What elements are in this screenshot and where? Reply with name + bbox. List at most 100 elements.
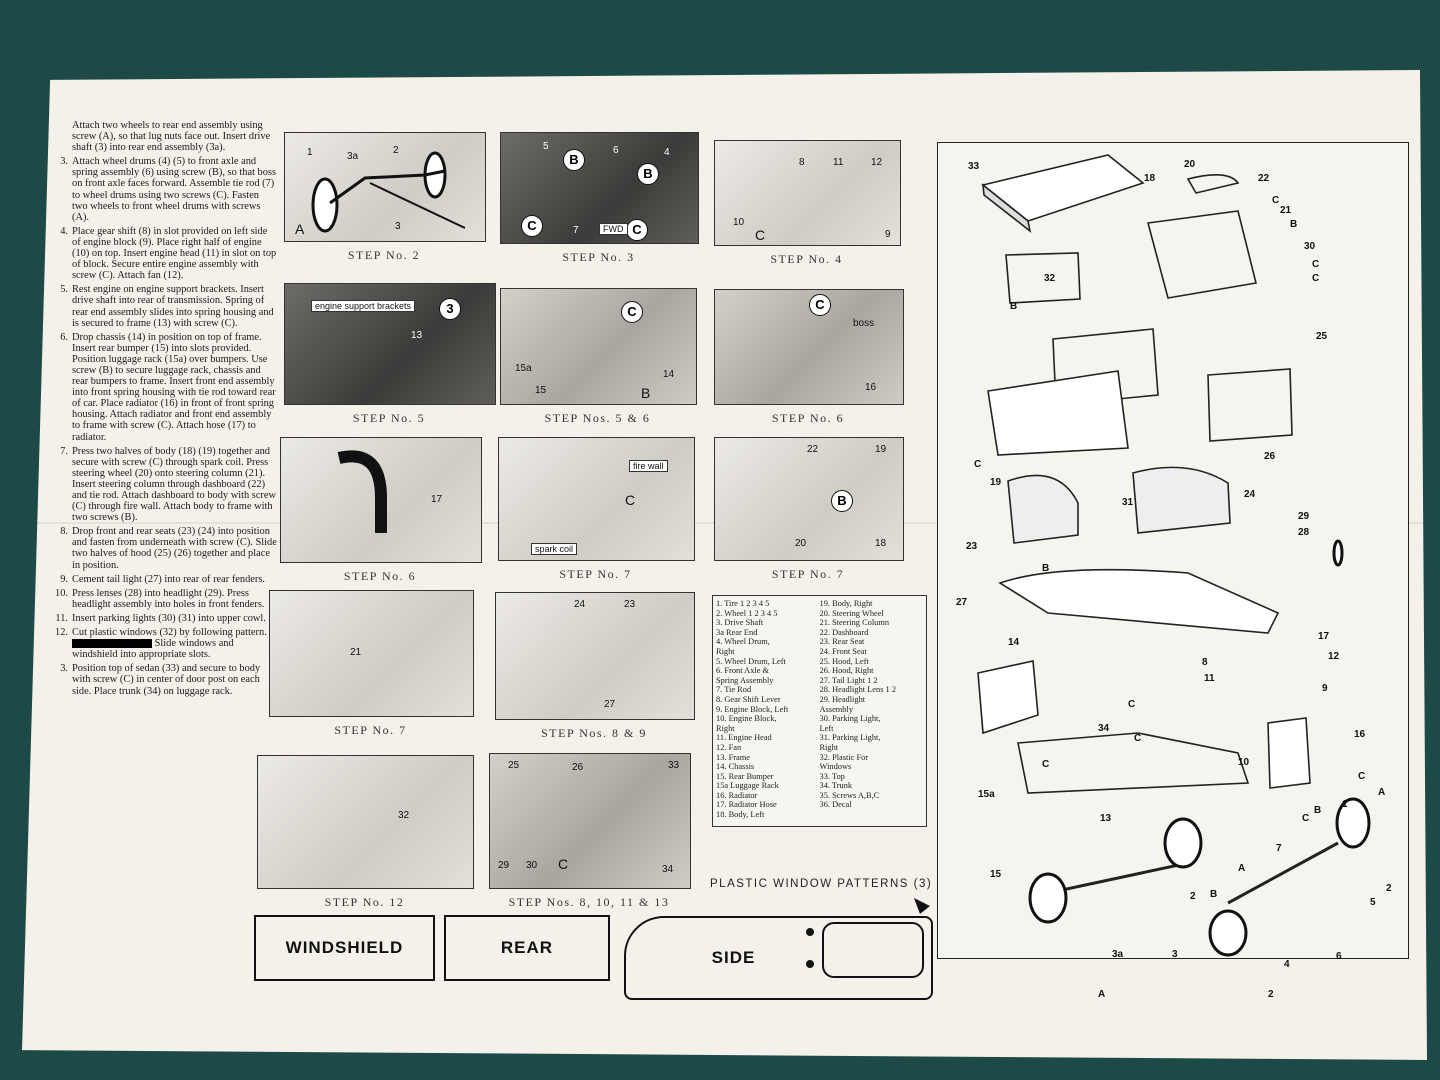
screw-callout: C <box>621 301 643 323</box>
step-caption: STEP No. 7 <box>559 567 632 581</box>
step-text: Attach wheel drums (4) (5) to front axle… <box>72 156 277 223</box>
parts-list-right: 19. Body, Right 20. Steering Wheel 21. S… <box>820 599 924 823</box>
part-label: 3 <box>1172 949 1178 960</box>
part-label: C <box>1272 195 1280 206</box>
part-label: 2 <box>393 145 399 156</box>
part-row: Assembly <box>819 704 854 714</box>
part-label: 5 <box>1370 897 1376 908</box>
part-label: 29 <box>1298 511 1310 522</box>
part-row: Right <box>716 723 735 733</box>
part-label: B <box>1314 805 1322 816</box>
step-number: 6. <box>60 331 68 343</box>
part-label: 25 <box>1316 331 1328 342</box>
instruction-step: 12.Cut plastic windows (32) by following… <box>52 627 277 660</box>
step-text: Cement tail light (27) into rear of rear… <box>72 573 266 585</box>
patterns-title: PLASTIC WINDOW PATTERNS (3) <box>710 878 933 890</box>
part-label: 24 <box>574 599 586 610</box>
part-label: 24 <box>1244 489 1256 500</box>
step-text-b: Slide windows and windshield into approp… <box>72 638 234 661</box>
part-label: C <box>1302 813 1310 824</box>
part-label: 2 <box>1268 989 1274 1000</box>
part-row: Right <box>819 742 839 752</box>
part-label: 4 <box>1284 959 1290 970</box>
instruction-step: 3.Attach wheel drums (4) (5) to front ax… <box>52 156 277 223</box>
pin-hole-icon <box>806 960 814 968</box>
step-text: Place gear shift (8) in slot provided on… <box>72 225 277 282</box>
part-label: B <box>641 385 651 401</box>
step-illustration: fire wall C spark coil <box>498 437 695 561</box>
part-row: 19. Body, Right <box>819 599 873 608</box>
step-number: 8. <box>60 526 68 538</box>
side-pattern: SIDE <box>624 916 933 1000</box>
part-label: 26 <box>572 762 584 773</box>
part-row: 23. Rear Seat <box>819 637 865 647</box>
part-label: 1 <box>1342 799 1348 810</box>
part-label: 12 <box>1328 651 1340 662</box>
instruction-step: 3.Position top of sedan (33) and secure … <box>52 663 277 696</box>
part-label: 20 <box>795 538 807 549</box>
step-text: Rest engine on engine support brackets. … <box>72 284 274 329</box>
part-row: 14. Chassis <box>716 762 755 772</box>
part-row: 6. Front Axle & <box>716 666 770 676</box>
part-label: 10 <box>1238 757 1250 768</box>
part-label: 7 <box>1276 843 1282 854</box>
step-caption: STEP Nos. 8 & 9 <box>541 726 647 740</box>
part-label: B <box>1010 301 1018 312</box>
part-label: 3a <box>347 151 359 162</box>
part-row: Left <box>819 723 834 733</box>
part-row: 26. Hood, Right <box>819 666 874 676</box>
step-text-a: Cut plastic windows (32) by following pa… <box>72 627 267 639</box>
part-row: 11. Engine Head <box>716 733 772 743</box>
step-illustration: C 15a 14 15 B <box>500 288 697 405</box>
step-panel: fire wall C spark coil STEP No. 7 <box>498 437 695 582</box>
step-illustration: 21 <box>269 590 474 717</box>
step-panel: 5 B 6 4 B C 7 C FWD STEP No. 3 <box>500 132 699 265</box>
part-label: 13 <box>411 330 423 341</box>
step-number: 7. <box>60 445 68 457</box>
part-row: 15a Luggage Rack <box>716 781 779 791</box>
step-caption: STEP Nos. 5 & 6 <box>544 411 651 425</box>
instruction-sheet: Attach two wheels to rear end assembly u… <box>22 70 1427 1060</box>
part-row: 18. Body, Left <box>716 810 765 820</box>
part-label: 8 <box>1202 657 1208 668</box>
step-text: Attach two wheels to rear end assembly u… <box>72 120 271 154</box>
instruction-step: 4.Place gear shift (8) in slot provided … <box>52 226 277 281</box>
step-panel: 25 26 33 29 30 C 34 STEP Nos. 8, 10, 11 … <box>489 753 691 910</box>
step-number: 5. <box>60 284 68 296</box>
part-label: A <box>1098 989 1106 1000</box>
step-panel: 17 STEP No. 6 <box>280 437 482 584</box>
step-caption: STEP No. 2 <box>347 248 421 262</box>
instructions-column: Attach two wheels to rear end assembly u… <box>52 120 277 700</box>
part-callout: 3 <box>439 298 461 320</box>
instruction-step: 10.Press lenses (28) into headlight (29)… <box>52 588 277 610</box>
step-caption: STEP No. 12 <box>324 895 405 909</box>
step-caption: STEP No. 6 <box>343 569 417 583</box>
windshield-pattern: WINDSHIELD <box>254 915 435 981</box>
part-label: 3 <box>395 221 401 232</box>
part-label: 16 <box>865 382 877 393</box>
part-label: 2 <box>1386 883 1392 894</box>
part-label: A <box>1238 863 1246 874</box>
part-label: 27 <box>956 597 968 608</box>
part-label: C <box>1128 699 1136 710</box>
part-label: 23 <box>966 541 978 552</box>
part-label: C <box>1042 759 1050 770</box>
part-row: 31. Parking Light, <box>819 733 881 743</box>
part-label: boss <box>853 318 875 329</box>
part-row: 8. Gear Shift Lever <box>716 694 781 704</box>
part-row: 24. Front Seat <box>819 646 867 656</box>
part-row: Spring Assembly <box>716 675 774 685</box>
part-row: 16. Radiator <box>716 790 758 800</box>
part-label: B <box>1042 563 1050 574</box>
step-illustration: 8 11 12 10 C 9 <box>714 140 901 246</box>
part-label: 13 <box>1100 813 1112 824</box>
step-illustration: 1 3a 2 3 A <box>284 132 486 242</box>
part-label: 32 <box>398 810 410 821</box>
part-label: 14 <box>663 369 675 380</box>
instruction-step: 8.Drop front and rear seats (23) (24) in… <box>52 526 277 570</box>
part-row: Right <box>716 646 735 656</box>
wheel-assembly-drawing <box>311 151 466 233</box>
step-panel: 1 3a 2 3 A STEP No. 2 <box>284 132 486 263</box>
part-label: B <box>1290 219 1298 230</box>
step-illustration: 24 23 27 <box>495 592 695 720</box>
